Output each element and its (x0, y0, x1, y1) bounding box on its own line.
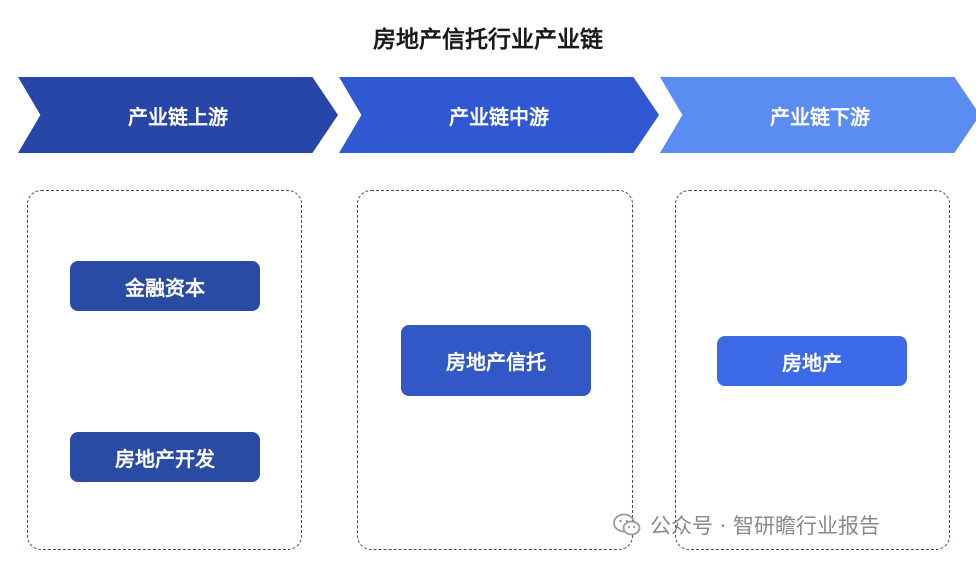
wechat-icon (613, 513, 641, 536)
diagram-title: 房地产信托行业产业链 (373, 27, 603, 53)
node-real-estate-development: 房地产开发 (70, 432, 260, 482)
upstream-panel (27, 190, 302, 550)
node-real-estate: 房地产 (717, 336, 907, 386)
node-real-estate-trust: 房地产信托 (401, 325, 591, 396)
stage-downstream-chevron: 产业链下游 (660, 77, 976, 153)
stage-upstream-chevron: 产业链上游 (18, 77, 338, 153)
stage-midstream-chevron: 产业链中游 (339, 77, 659, 153)
downstream-panel (675, 190, 950, 550)
node-financial-capital: 金融资本 (70, 261, 260, 311)
watermark: 公众号 · 智研瞻行业报告 (612, 510, 880, 540)
midstream-panel (357, 190, 633, 550)
watermark-text: 公众号 · 智研瞻行业报告 (650, 514, 881, 538)
